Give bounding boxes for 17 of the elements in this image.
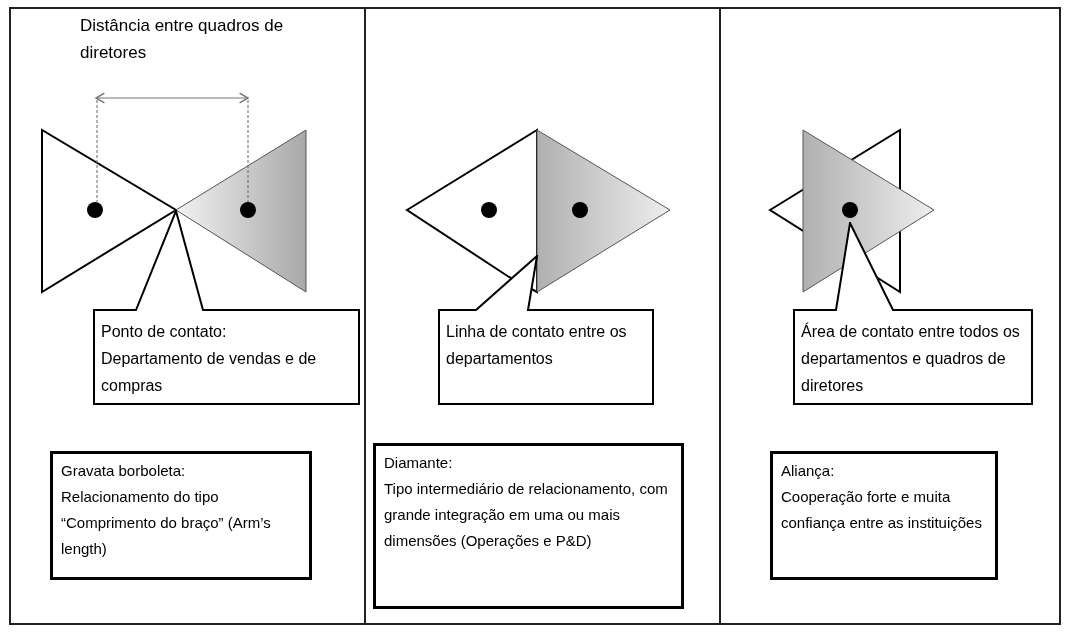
callout-bubble: [793, 222, 1033, 405]
body-text: Linha de contato entre os departamentos: [446, 322, 628, 369]
description-box: [770, 451, 998, 580]
body-text: Cooperação forte e muita confiança entre as instituições: [781, 487, 983, 533]
body-text: Área de contato entre todos os departamentos e quadros de diretores: [801, 321, 1021, 396]
heading-text: Aliança:: [781, 461, 836, 481]
description-box: [373, 443, 684, 609]
callout-bubble: [438, 255, 654, 405]
description-box: [50, 451, 312, 580]
body-text: Departamento de vendas e de compras: [101, 349, 318, 396]
heading-text: Diamante:: [384, 453, 454, 473]
dimension-label: Distância entre quadros de diretores: [80, 15, 285, 64]
body-text: Tipo intermediário de relacionamento, com grande integração em uma ou mais dimensões (Operações e P&D): [384, 479, 669, 551]
callout-bubble: [93, 210, 360, 405]
heading-text: Ponto de contato:: [101, 322, 228, 342]
heading-text: Gravata borboleta:: [61, 461, 187, 481]
body-text: Relacionamento do tipo “Comprimento do braço” (Arm’s length): [61, 487, 272, 559]
